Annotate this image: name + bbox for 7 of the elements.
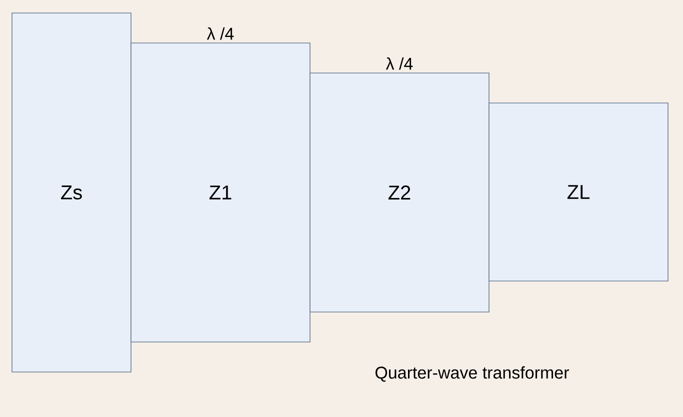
length-label: λ /4 <box>386 57 413 70</box>
impedance-section: ZL <box>488 102 668 282</box>
impedance-section: Zs <box>12 12 132 372</box>
impedance-section: Z2 <box>310 72 490 312</box>
impedance-section: Z1 <box>130 42 310 342</box>
length-label: λ /4 <box>206 27 234 40</box>
caption: Quarter-wave transformer <box>376 366 569 382</box>
